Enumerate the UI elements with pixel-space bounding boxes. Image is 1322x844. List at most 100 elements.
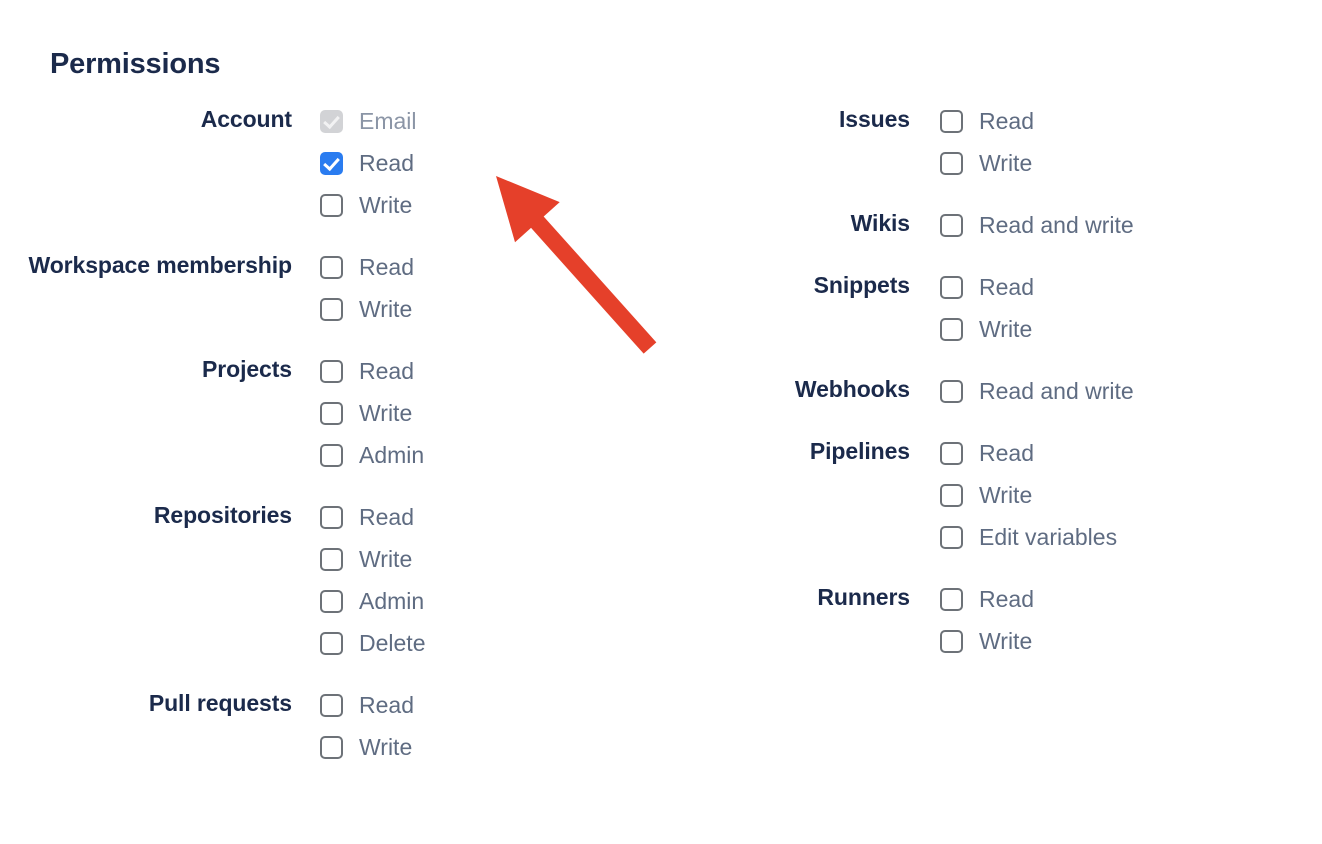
option-row[interactable]: Read bbox=[940, 100, 1320, 142]
repositories-write-checkbox[interactable] bbox=[320, 547, 343, 571]
group-label-projects: Projects bbox=[202, 356, 292, 382]
group-label-pipelines: Pipelines bbox=[809, 438, 910, 464]
projects-read-checkbox[interactable] bbox=[320, 359, 343, 383]
account-write-checkbox[interactable] bbox=[320, 193, 343, 217]
option-row[interactable]: Admin bbox=[320, 434, 660, 476]
option-label-delete: Delete bbox=[359, 630, 426, 656]
account-read-checkbox[interactable] bbox=[320, 151, 343, 175]
option-row[interactable]: Delete bbox=[320, 622, 660, 664]
option-row[interactable]: Read bbox=[940, 578, 1320, 620]
group-label-pull-requests: Pull requests bbox=[148, 690, 292, 716]
option-row[interactable]: Write bbox=[320, 538, 660, 580]
option-label-write: Write bbox=[979, 482, 1033, 508]
wikis-read-and-write-checkbox[interactable] bbox=[940, 213, 963, 237]
option-label-read: Read bbox=[979, 586, 1034, 612]
option-row[interactable]: Write bbox=[940, 308, 1320, 350]
runners-read-checkbox[interactable] bbox=[940, 587, 963, 611]
option-row[interactable]: Read and write bbox=[940, 370, 1320, 412]
runners-write-checkbox[interactable] bbox=[940, 629, 963, 653]
page-title: Permissions bbox=[50, 48, 221, 80]
option-label-write: Write bbox=[979, 150, 1033, 176]
group-spacer bbox=[660, 412, 1320, 432]
option-row[interactable]: Read bbox=[940, 432, 1320, 474]
option-label-write: Write bbox=[359, 546, 413, 572]
option-label-write: Write bbox=[359, 192, 413, 218]
workspace-membership-read-checkbox[interactable] bbox=[320, 255, 343, 279]
options-webhooks: Read and write bbox=[910, 370, 1320, 412]
group-spacer bbox=[660, 350, 1320, 370]
group-spacer bbox=[660, 246, 1320, 266]
option-row[interactable]: Write bbox=[320, 288, 660, 330]
option-label-read: Read bbox=[359, 254, 414, 280]
pull-requests-read-checkbox[interactable] bbox=[320, 693, 343, 717]
snippets-write-checkbox[interactable] bbox=[940, 317, 963, 341]
option-row[interactable]: Read bbox=[320, 684, 660, 726]
issues-read-checkbox[interactable] bbox=[940, 109, 963, 133]
pipelines-edit-variables-checkbox[interactable] bbox=[940, 525, 963, 549]
workspace-membership-write-checkbox[interactable] bbox=[320, 297, 343, 321]
option-row[interactable]: Read bbox=[320, 142, 660, 184]
snippets-read-checkbox[interactable] bbox=[940, 275, 963, 299]
group-label-runners: Runners bbox=[817, 584, 910, 610]
option-label-write: Write bbox=[979, 316, 1033, 342]
group-spacer bbox=[0, 226, 660, 246]
pull-requests-write-checkbox[interactable] bbox=[320, 735, 343, 759]
repositories-delete-checkbox[interactable] bbox=[320, 631, 343, 655]
group-spacer bbox=[0, 330, 660, 350]
option-label-write: Write bbox=[359, 400, 413, 426]
option-label-read: Read bbox=[979, 274, 1034, 300]
permission-group-webhooks: Webhooks Read and write bbox=[660, 370, 1320, 412]
option-label-read: Read bbox=[359, 504, 414, 530]
options-wikis: Read and write bbox=[910, 204, 1320, 246]
group-spacer bbox=[660, 184, 1320, 204]
option-label-read: Read bbox=[359, 150, 414, 176]
pipelines-read-checkbox[interactable] bbox=[940, 441, 963, 465]
option-row[interactable]: Email bbox=[320, 100, 660, 142]
option-row[interactable]: Write bbox=[940, 474, 1320, 516]
group-label-account: Account bbox=[200, 106, 292, 132]
option-label-read: Read bbox=[979, 108, 1034, 134]
repositories-admin-checkbox[interactable] bbox=[320, 589, 343, 613]
group-spacer bbox=[660, 558, 1320, 578]
option-label-read: Read bbox=[359, 692, 414, 718]
option-row[interactable]: Write bbox=[320, 392, 660, 434]
option-row[interactable]: Admin bbox=[320, 580, 660, 622]
issues-write-checkbox[interactable] bbox=[940, 151, 963, 175]
option-label-email: Email bbox=[359, 108, 417, 134]
option-label-read: Read bbox=[359, 358, 414, 384]
webhooks-read-and-write-checkbox[interactable] bbox=[940, 379, 963, 403]
option-row[interactable]: Read and write bbox=[940, 204, 1320, 246]
option-row[interactable]: Edit variables bbox=[940, 516, 1320, 558]
option-label-read: Read bbox=[979, 440, 1034, 466]
option-row[interactable]: Read bbox=[940, 266, 1320, 308]
repositories-read-checkbox[interactable] bbox=[320, 505, 343, 529]
option-label-read-and-write: Read and write bbox=[979, 378, 1134, 404]
option-row[interactable]: Write bbox=[320, 184, 660, 226]
group-label-webhooks: Webhooks bbox=[794, 376, 910, 402]
group-spacer bbox=[0, 664, 660, 684]
option-row[interactable]: Read bbox=[320, 496, 660, 538]
option-row[interactable]: Write bbox=[320, 726, 660, 768]
option-row[interactable]: Write bbox=[940, 142, 1320, 184]
projects-write-checkbox[interactable] bbox=[320, 401, 343, 425]
option-row[interactable]: Read bbox=[320, 246, 660, 288]
group-spacer bbox=[0, 476, 660, 496]
option-row[interactable]: Read bbox=[320, 350, 660, 392]
pipelines-write-checkbox[interactable] bbox=[940, 483, 963, 507]
option-row[interactable]: Write bbox=[940, 620, 1320, 662]
projects-admin-checkbox[interactable] bbox=[320, 443, 343, 467]
